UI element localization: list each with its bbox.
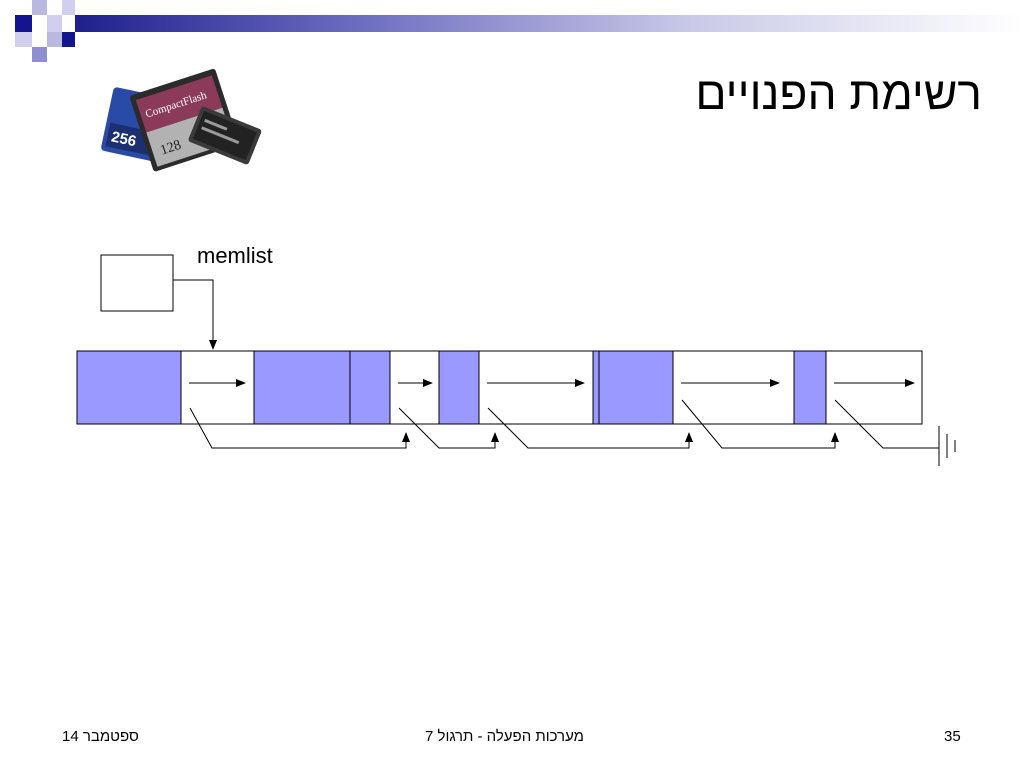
memlist-label: memlist [197,243,273,268]
next-pointer-link [487,407,693,449]
deco-square [62,0,75,15]
footer-course: מערכות הפעלה - תרגול 7 [425,728,584,745]
deco-square [47,32,62,47]
memlist-arrow [173,279,217,350]
slide-title: רשימת הפנויים [695,67,982,119]
deco-square [32,0,47,15]
next-pointer-link [681,399,839,449]
svg-text:256: 256 [110,128,138,150]
allocated-segment [793,350,827,425]
next-pointer-link [189,407,410,449]
memory-cards-icon: 256 CompactFlash 128 [101,68,262,172]
allocated-segment [253,350,351,425]
allocated-segment [438,350,480,425]
page-number: 35 [944,728,961,745]
allocated-segment [76,350,182,425]
allocated-segment [598,350,674,425]
deco-square [47,15,62,32]
deco-square [62,32,75,47]
deco-square [15,32,32,47]
deco-square [15,15,32,32]
next-pointer-link [398,407,499,449]
ground-null-icon [938,426,956,466]
memlist-pointer-box [100,254,174,312]
memory-bar [76,350,923,425]
footer-date: ספטמבר 14 [62,728,139,745]
svg-text:128: 128 [159,138,184,159]
allocated-segment [592,350,600,425]
allocated-segment [349,350,391,425]
next-pointer-link [834,399,939,449]
deco-square [32,47,47,62]
title-gradient-bar [75,15,1024,32]
